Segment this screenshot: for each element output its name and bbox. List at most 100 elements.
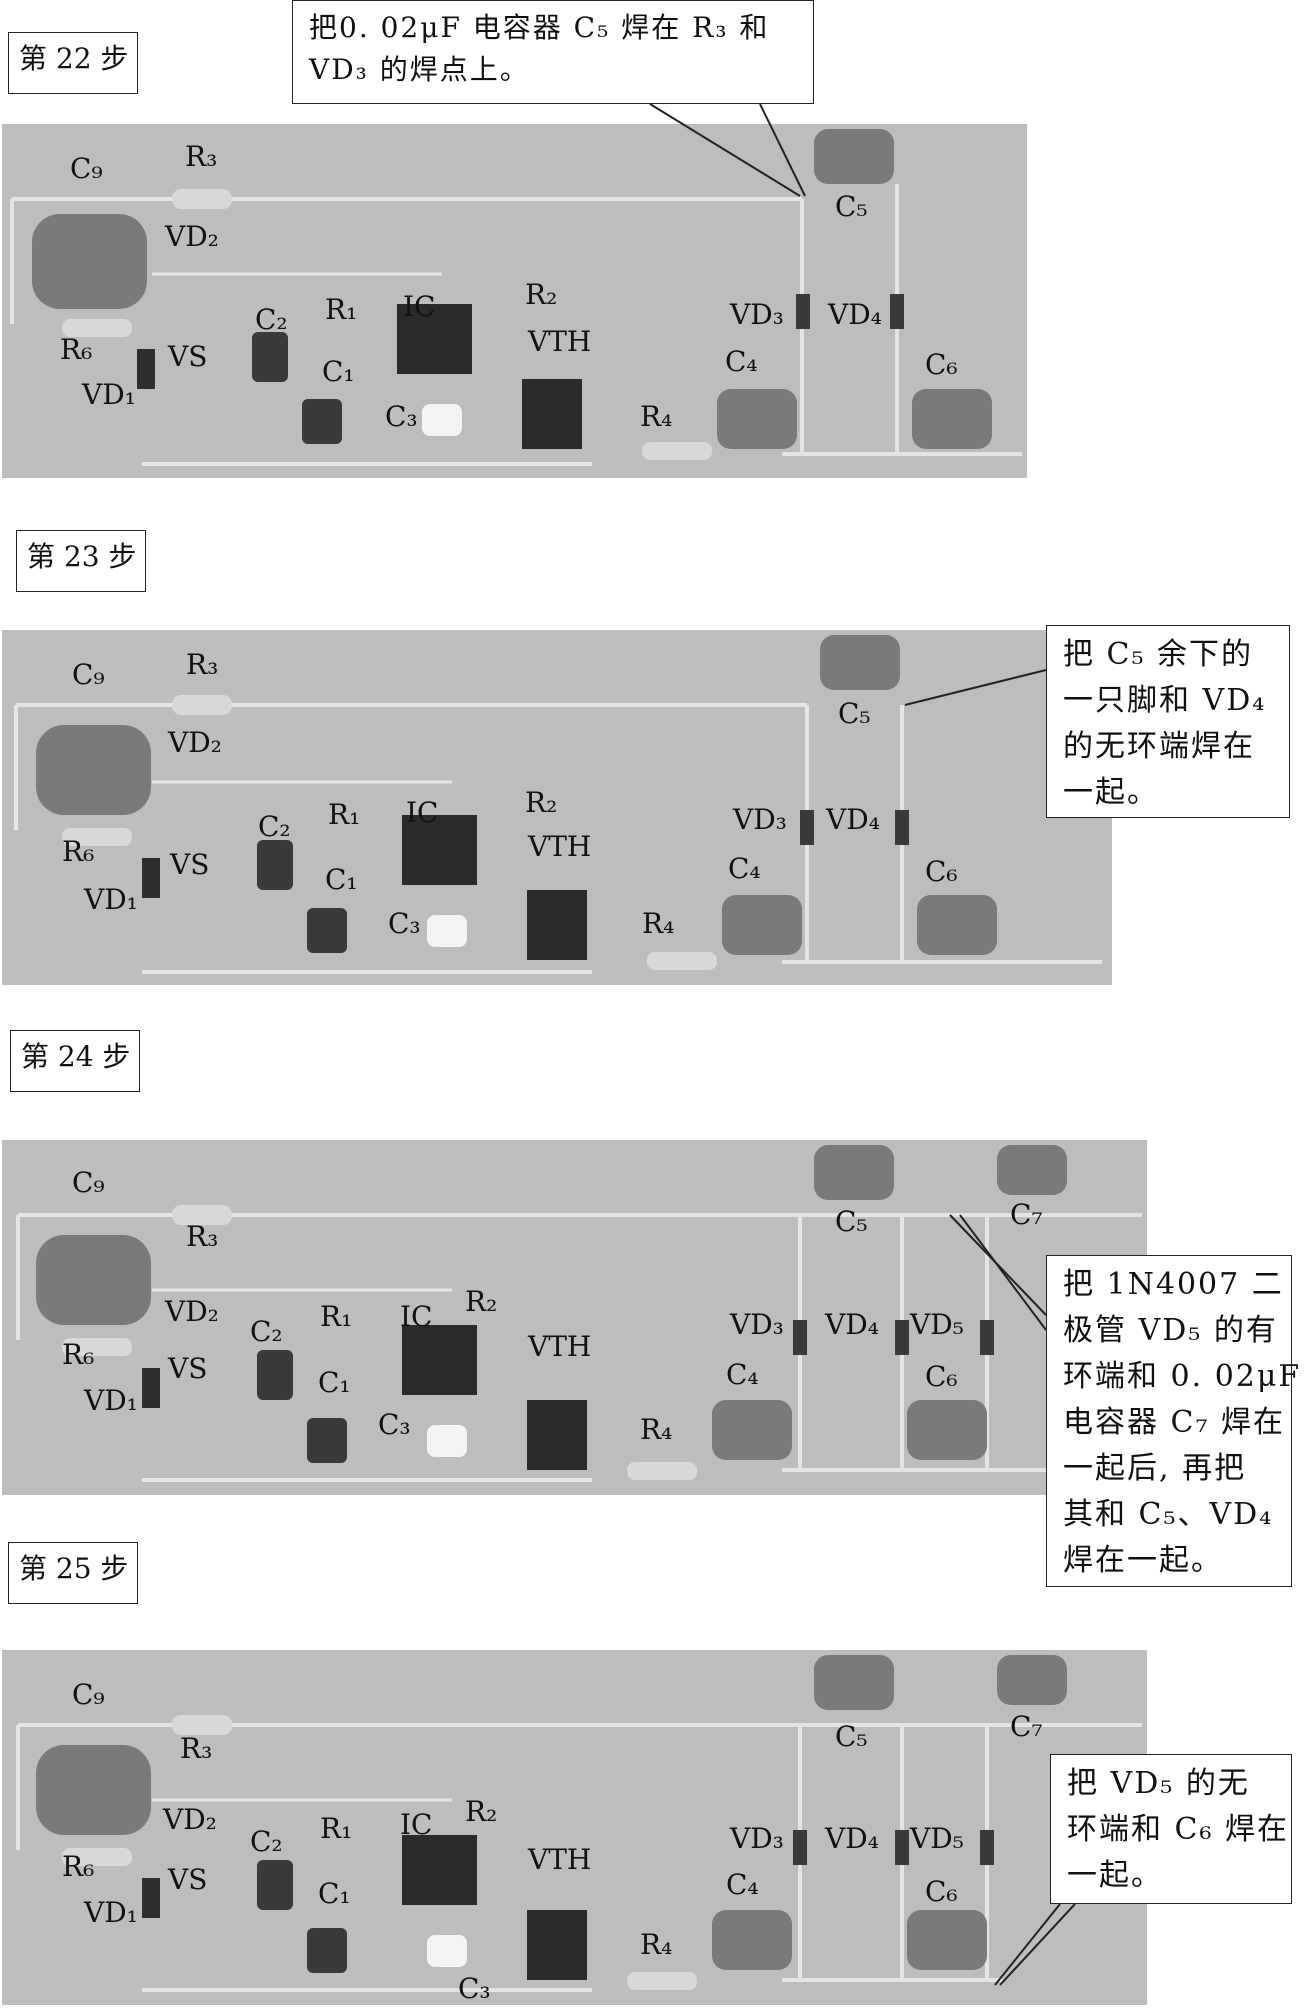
step-22: 第 22 步 把0. 02μF 电容器 C₅ 焊在 R₃ 和 VD₃ 的焊点上。 [0,0,1307,480]
label-r1: R₁ [328,798,361,831]
label-r2: R₂ [525,786,558,819]
circuit-drawing [14,635,1102,974]
circuit-photo [2,1650,1147,2005]
label-vth: VTH [528,325,592,358]
label-vd1: VD₁ [84,1384,138,1417]
callout-line: 一只脚和 VD₄ [1063,683,1267,718]
label-r6: R₆ [62,1338,95,1371]
label-r3: R₃ [186,648,219,681]
label-vth: VTH [528,830,592,863]
label-c5: C₅ [835,190,868,223]
label-r3: R₃ [180,1732,213,1765]
label-c3: C₃ [385,400,418,433]
step-label: 第 24 步 [10,1030,140,1092]
label-r2: R₂ [465,1795,498,1828]
label-c4: C₄ [725,345,758,378]
step-label: 第 22 步 [8,32,138,94]
label-r6: R₆ [62,835,95,868]
label-r4: R₄ [640,1928,673,1961]
label-c1: C₁ [322,355,355,388]
callout-line: 一起后, 再把 [1063,1451,1247,1486]
label-ic: IC [406,796,439,829]
callout-line: VD₃ 的焊点上。 [309,53,530,86]
label-vd2: VD₂ [168,726,222,759]
label-c6: C₆ [925,348,958,381]
callout-line: 把 1N4007 二 [1063,1267,1284,1302]
label-vd3: VD₃ [733,803,787,836]
label-vs: VS [168,340,208,373]
label-c5: C₅ [835,1205,868,1238]
callout-box: 把 C₅ 余下的 一只脚和 VD₄ 的无环端焊在 一起。 [1046,625,1290,818]
label-vd2: VD₂ [165,1295,219,1328]
step-23: 第 23 步 把 C₅ 余下的 一只脚 [0,520,1307,990]
callout-line: 把 VD₅ 的无 [1067,1766,1250,1801]
label-c4: C₄ [728,852,761,885]
label-c7: C₇ [1010,1198,1043,1231]
label-c3: C₃ [378,1408,411,1441]
callout-line: 把 C₅ 余下的 [1063,637,1254,672]
label-r3: R₃ [186,1220,219,1253]
label-c4: C₄ [726,1358,759,1391]
label-c1: C₁ [318,1877,351,1910]
label-c5: C₅ [838,697,871,730]
label-c2: C₂ [258,810,291,843]
label-c3: C₃ [458,1972,491,2005]
callout-line: 一起。 [1067,1858,1163,1893]
label-c6: C₆ [925,1875,958,1908]
label-r2: R₂ [465,1285,498,1318]
label-c6: C₆ [925,1360,958,1393]
label-ic: IC [403,290,436,323]
label-r4: R₄ [640,400,673,433]
label-vs: VS [170,848,210,881]
circuit-photo [2,1140,1147,1495]
label-ic: IC [400,1808,433,1841]
label-vs: VS [168,1863,208,1896]
label-r4: R₄ [640,1413,673,1446]
label-c9: C₉ [70,152,103,185]
callout-line: 电容器 C₇ 焊在 [1063,1405,1286,1440]
label-vd1: VD₁ [84,1896,138,1929]
label-vd4: VD₄ [828,298,882,331]
callout-box: 把 1N4007 二 极管 VD₅ 的有 环端和 0. 02μF 电容器 C₇ … [1046,1255,1302,1587]
label-r1: R₁ [325,293,358,326]
label-vd3: VD₃ [730,1822,784,1855]
label-c6: C₆ [925,855,958,888]
label-vd1: VD₁ [84,883,138,916]
label-c9: C₉ [72,1166,105,1199]
label-vth: VTH [528,1843,592,1876]
label-vth: VTH [528,1330,592,1363]
label-vd5: VD₅ [910,1308,964,1341]
label-c1: C₁ [318,1366,351,1399]
label-c4: C₄ [726,1868,759,1901]
label-vd2: VD₂ [165,220,219,253]
label-vd3: VD₃ [730,1308,784,1341]
label-vd4: VD₄ [825,1308,879,1341]
step-25: 第 25 步 [0,1540,1307,2009]
label-vs: VS [168,1352,208,1385]
label-vd1: VD₁ [82,378,136,411]
label-r1: R₁ [320,1812,353,1845]
callout-line: 环端和 0. 02μF [1063,1359,1302,1394]
label-vd2: VD₂ [163,1803,217,1836]
label-c9: C₉ [72,1678,105,1711]
label-vd3: VD₃ [730,298,784,331]
callout-line: 环端和 C₆ 焊在 [1067,1812,1290,1847]
label-vd4: VD₄ [826,803,880,836]
label-vd4: VD₄ [825,1822,879,1855]
step-24: 第 24 步 [0,1030,1307,1587]
label-vd5: VD₅ [910,1822,964,1855]
label-c7: C₇ [1010,1710,1043,1743]
callout-line: 焊在一起。 [1063,1543,1223,1578]
step-label: 第 25 步 [8,1542,138,1604]
label-ic: IC [400,1300,433,1333]
callout-box: 把 VD₅ 的无 环端和 C₆ 焊在 一起。 [1050,1754,1292,1904]
label-c9: C₉ [72,658,105,691]
callout-line: 一起。 [1063,775,1159,810]
circuit-drawing [16,1655,1142,1992]
label-r4: R₄ [642,907,675,940]
label-c1: C₁ [325,863,358,896]
label-r6: R₆ [60,333,93,366]
label-c2: C₂ [255,303,288,336]
label-r2: R₂ [525,278,558,311]
label-c2: C₂ [250,1315,283,1348]
